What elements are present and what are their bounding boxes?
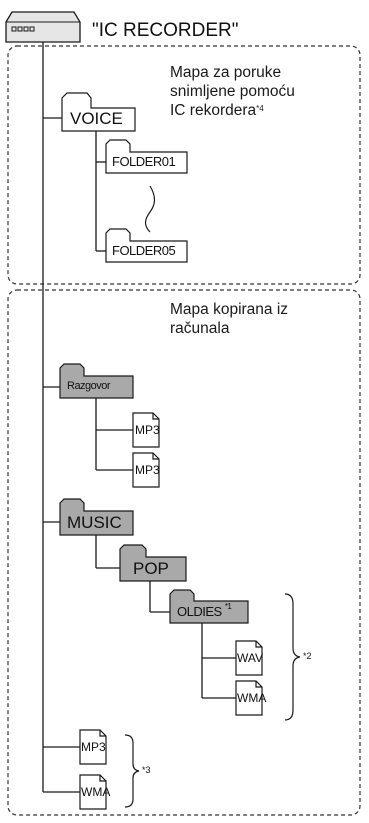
recorded-caption-line-1: Mapa za poruke xyxy=(170,64,282,81)
oldies-file-2-label: WMA xyxy=(237,691,267,705)
folder01-label: FOLDER01 xyxy=(112,154,176,169)
oldies-folder-icon xyxy=(169,589,249,624)
razgovor-folder-icon xyxy=(59,363,134,399)
recorded-caption-line-3: IC rekordera*4 xyxy=(170,101,295,120)
usb-drive-icon xyxy=(5,11,81,43)
voice-folder-label: VOICE xyxy=(70,109,123,128)
music-folder-icon xyxy=(59,498,134,536)
footnote-4-marker: *4 xyxy=(256,104,264,113)
copied-caption-line-2: računala xyxy=(170,320,230,337)
music-folder-label: MUSIC xyxy=(67,513,122,532)
recorded-section-caption: Mapa za poruke snimljene pomoću IC rekor… xyxy=(170,63,295,120)
recorded-caption-line-2: snimljene pomoću xyxy=(170,83,295,100)
tree-connectors xyxy=(42,40,236,793)
footnote-3-marker: *3 xyxy=(142,765,151,775)
root-file-2-label: WMA xyxy=(81,785,111,799)
root-label: "IC RECORDER" xyxy=(92,20,239,41)
oldies-file-1-label: WAV xyxy=(237,651,263,665)
copied-caption-line-1: Mapa kopirana iz xyxy=(170,301,289,318)
copied-section-caption: Mapa kopirana iz računala xyxy=(170,300,288,338)
oldies-bracket xyxy=(284,593,301,721)
razgovor-file-1-label: MP3 xyxy=(135,423,160,437)
folder05-label: FOLDER05 xyxy=(112,243,176,258)
voice-folder-icon xyxy=(61,92,136,132)
folder01-icon xyxy=(105,139,188,174)
root-files-bracket xyxy=(124,734,140,808)
razgovor-folder-label: Razgovor xyxy=(67,380,111,392)
ellipsis-wave-icon xyxy=(144,185,156,233)
oldies-folder-label: OLDIES xyxy=(177,604,222,619)
pop-folder-label: POP xyxy=(133,559,169,578)
footnote-2-marker: *2 xyxy=(303,651,312,661)
folder05-icon xyxy=(105,228,188,263)
razgovor-file-2-label: MP3 xyxy=(135,463,160,477)
footnote-1-marker: *1 xyxy=(224,602,232,611)
pop-folder-icon xyxy=(119,544,187,582)
oldies-folder-text: OLDIES *1 xyxy=(177,602,232,619)
copied-section-border xyxy=(7,289,361,816)
recorded-caption-line-3-text: IC rekordera xyxy=(170,102,257,119)
recorded-section-border xyxy=(7,45,361,285)
root-file-1-label: MP3 xyxy=(81,740,106,754)
